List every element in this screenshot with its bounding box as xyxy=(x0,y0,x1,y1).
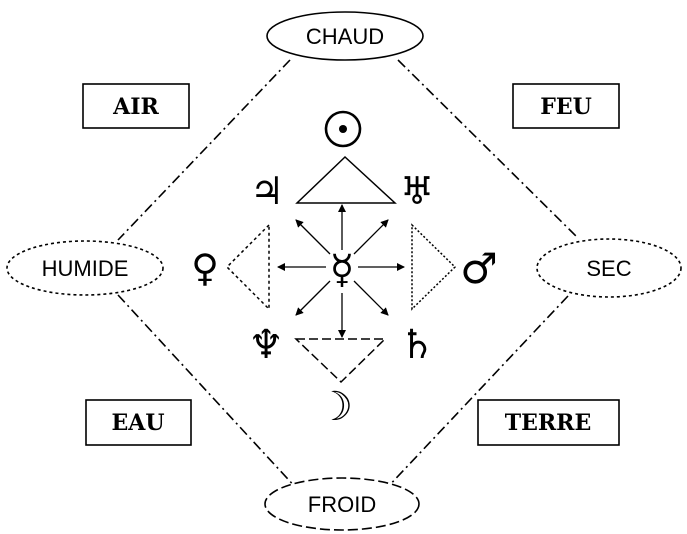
arrow-down-left xyxy=(295,280,331,316)
triangle-bottom xyxy=(294,338,387,384)
quality-sec: SEC xyxy=(536,238,682,298)
element-eau-label: EAU xyxy=(111,410,164,436)
triangle-left xyxy=(225,223,270,311)
triangle-top xyxy=(295,155,397,204)
arrow-down-right xyxy=(353,280,389,316)
element-feu-label: FEU xyxy=(540,94,592,120)
venus-icon: ♀ xyxy=(191,246,219,290)
element-terre-label: TERRE xyxy=(505,410,591,436)
saturn-icon: ♄ xyxy=(399,322,435,368)
quality-froid: FROID xyxy=(264,477,420,531)
arrow-up-left xyxy=(295,219,331,255)
neptune-icon: ♆ xyxy=(248,322,284,368)
element-feu: FEU xyxy=(512,83,620,129)
quality-chaud-label: CHAUD xyxy=(306,24,384,49)
element-eau: EAU xyxy=(85,399,192,446)
mercury-icon: ☿ xyxy=(330,247,355,293)
quality-humide-label: HUMIDE xyxy=(42,256,129,281)
element-air-label: AIR xyxy=(112,94,159,120)
uranus-icon: ♅ xyxy=(400,169,434,213)
arrow-up-right xyxy=(353,219,389,255)
outer-diamond xyxy=(117,59,579,491)
jupiter-icon: ♃ xyxy=(250,169,284,213)
quality-sec-label: SEC xyxy=(586,256,631,281)
quality-froid-label: FROID xyxy=(308,492,376,517)
mercury-arrows xyxy=(277,204,405,338)
mars-icon: ♂ xyxy=(460,244,498,293)
sun-icon xyxy=(324,110,362,148)
triangle-right xyxy=(411,223,457,311)
moon-icon: ☽ xyxy=(317,384,353,430)
quality-chaud: CHAUD xyxy=(266,11,424,61)
element-air: AIR xyxy=(82,83,190,129)
element-terre: TERRE xyxy=(477,399,620,446)
quality-humide: HUMIDE xyxy=(6,240,164,296)
